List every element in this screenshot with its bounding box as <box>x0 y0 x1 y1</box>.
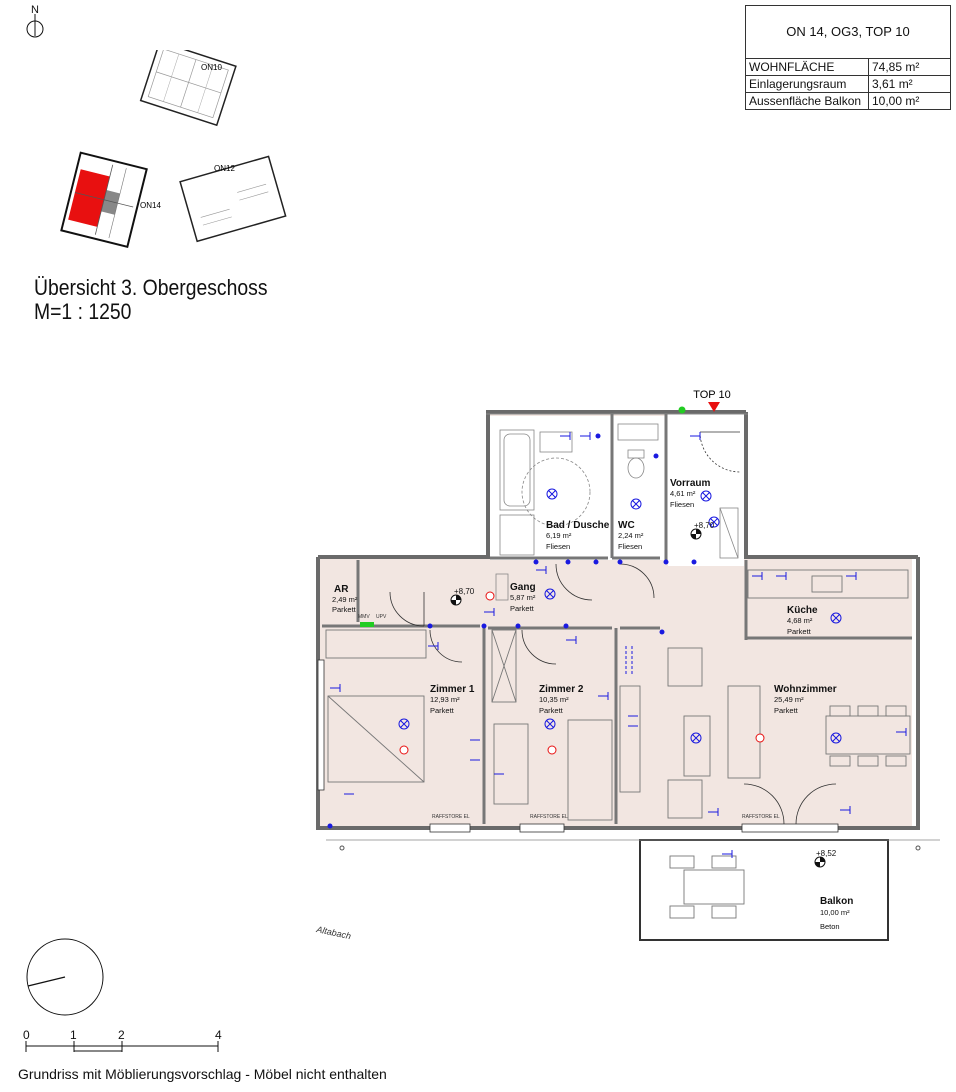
room-name: AR <box>334 584 349 595</box>
site-marker-icon <box>915 845 921 851</box>
scale-tick-label: 4 <box>215 1028 222 1042</box>
unit-entrance-label: TOP 10 <box>693 389 731 401</box>
scale-bar <box>25 1041 219 1052</box>
room-floor: Parkett <box>787 627 812 636</box>
table-row: WOHNFLÄCHE 74,85 m² <box>745 58 951 76</box>
site-marker-icon <box>339 845 345 851</box>
room-area: 2,24 m² <box>618 531 644 540</box>
room-name: Balkon <box>820 896 853 907</box>
row-value: 10,00 m² <box>868 92 951 110</box>
table-row: Aussenfläche Balkon 10,00 m² <box>745 92 951 110</box>
level-label: +8,70 <box>694 521 715 530</box>
scale-tick-label: 2 <box>118 1028 125 1042</box>
windows <box>317 659 839 833</box>
orientation-circle-icon <box>26 938 104 1016</box>
overview-scale: M=1 : 1250 <box>34 299 132 324</box>
room-name: Zimmer 2 <box>539 684 584 695</box>
room-area: 4,68 m² <box>787 616 813 625</box>
mmv-label: MMV <box>358 614 370 620</box>
room-labels: AR 2,49 m² Parkett Gang 5,87 m² Parkett … <box>332 478 853 931</box>
electrical-symbols <box>330 432 907 858</box>
row-value: 74,85 m² <box>868 58 951 76</box>
overview-title-line1: Übersicht 3. Obergeschoss <box>34 275 268 300</box>
row-label: Einlagerungsraum <box>745 75 869 93</box>
room-area: 5,87 m² <box>510 593 536 602</box>
north-arrow-icon <box>26 14 44 38</box>
building-label-on10: ON10 <box>201 63 222 72</box>
raffstore-label: RAFFSTORE EL <box>530 814 568 820</box>
room-floor: Parkett <box>510 604 535 613</box>
room-floor: Fliesen <box>670 500 694 509</box>
scale-tick-label: 1 <box>70 1028 77 1042</box>
room-name: Küche <box>787 605 818 616</box>
kitchen-area <box>746 569 912 639</box>
bathroom-fixtures <box>495 423 739 601</box>
room-floor: Beton <box>820 922 840 931</box>
room-floor: Fliesen <box>546 542 570 551</box>
room-floor: Fliesen <box>618 542 642 551</box>
level-labels: +8,70 +8,70 +8,52 <box>454 521 837 858</box>
building-label-on12: ON12 <box>214 164 235 173</box>
balcony-outline <box>639 839 889 941</box>
small-plan-labels: MMV UPV RAFFSTORE EL RAFFSTORE EL RAFFST… <box>358 614 780 820</box>
room-floor: Parkett <box>774 706 799 715</box>
room-area: 10,35 m² <box>539 695 569 704</box>
furniture <box>325 569 911 821</box>
room-area: 10,00 m² <box>820 908 850 917</box>
room-floor: Parkett <box>430 706 455 715</box>
room-name: Wohnzimmer <box>774 684 837 695</box>
building-on12 <box>179 155 287 243</box>
unit-info-table: ON 14, OG3, TOP 10 WOHNFLÄCHE 74,85 m² E… <box>745 5 951 110</box>
room-name: Zimmer 1 <box>430 684 475 695</box>
level-marker-icons <box>450 528 826 868</box>
room-area: 2,49 m² <box>332 595 358 604</box>
row-value: 3,61 m² <box>868 75 951 93</box>
floor-plan: TOP 10 AR 2,49 m² Parkett Gang 5,87 m² P… <box>315 389 940 941</box>
wall-outlet-dots <box>327 433 697 829</box>
scale-tick-label: 0 <box>23 1028 30 1042</box>
row-label: WOHNFLÄCHE <box>745 58 869 76</box>
row-label: Aussenfläche Balkon <box>745 92 869 110</box>
table-row: Einlagerungsraum 3,61 m² <box>745 75 951 93</box>
building-label-on14: ON14 <box>140 201 161 210</box>
north-label: N <box>31 4 39 16</box>
room-area: 12,93 m² <box>430 695 460 704</box>
overview-title: Übersicht 3. Obergeschoss M=1 : 1250 <box>34 276 268 324</box>
door-swings <box>389 431 837 825</box>
smoke-detector-icons <box>399 591 765 755</box>
room-name: Vorraum <box>670 478 710 489</box>
room-name: WC <box>618 520 635 531</box>
raffstore-label: RAFFSTORE EL <box>432 814 470 820</box>
ventilation-dot-icon <box>678 406 686 414</box>
unit-id: ON 14, OG3, TOP 10 <box>745 5 951 59</box>
building-on10 <box>139 50 237 127</box>
level-label: +8,70 <box>454 587 475 596</box>
raffstore-label: RAFFSTORE EL <box>742 814 780 820</box>
building-on14 <box>60 151 148 249</box>
room1-area <box>326 630 482 820</box>
level-label: +8,52 <box>816 849 837 858</box>
room-name: Bad / Dusche <box>546 520 610 531</box>
entrance-arrow-icon <box>708 402 720 412</box>
overview-site-plan: ON10 ON14 ON12 <box>60 50 287 249</box>
balcony-furniture <box>669 855 745 919</box>
room-name: Gang <box>510 582 536 593</box>
room-area: 6,19 m² <box>546 531 572 540</box>
upv-label: UPV <box>376 614 387 620</box>
room-floor: Parkett <box>539 706 564 715</box>
interior-walls <box>322 414 912 824</box>
street-label: Altabach <box>315 924 352 941</box>
utility-mark-icon <box>360 622 374 627</box>
room-floor: Parkett <box>332 605 357 614</box>
room-area: 25,49 m² <box>774 695 804 704</box>
room-area: 4,61 m² <box>670 489 696 498</box>
plan-caption: Grundriss mit Möblierungsvorschlag - Möb… <box>18 1066 387 1082</box>
